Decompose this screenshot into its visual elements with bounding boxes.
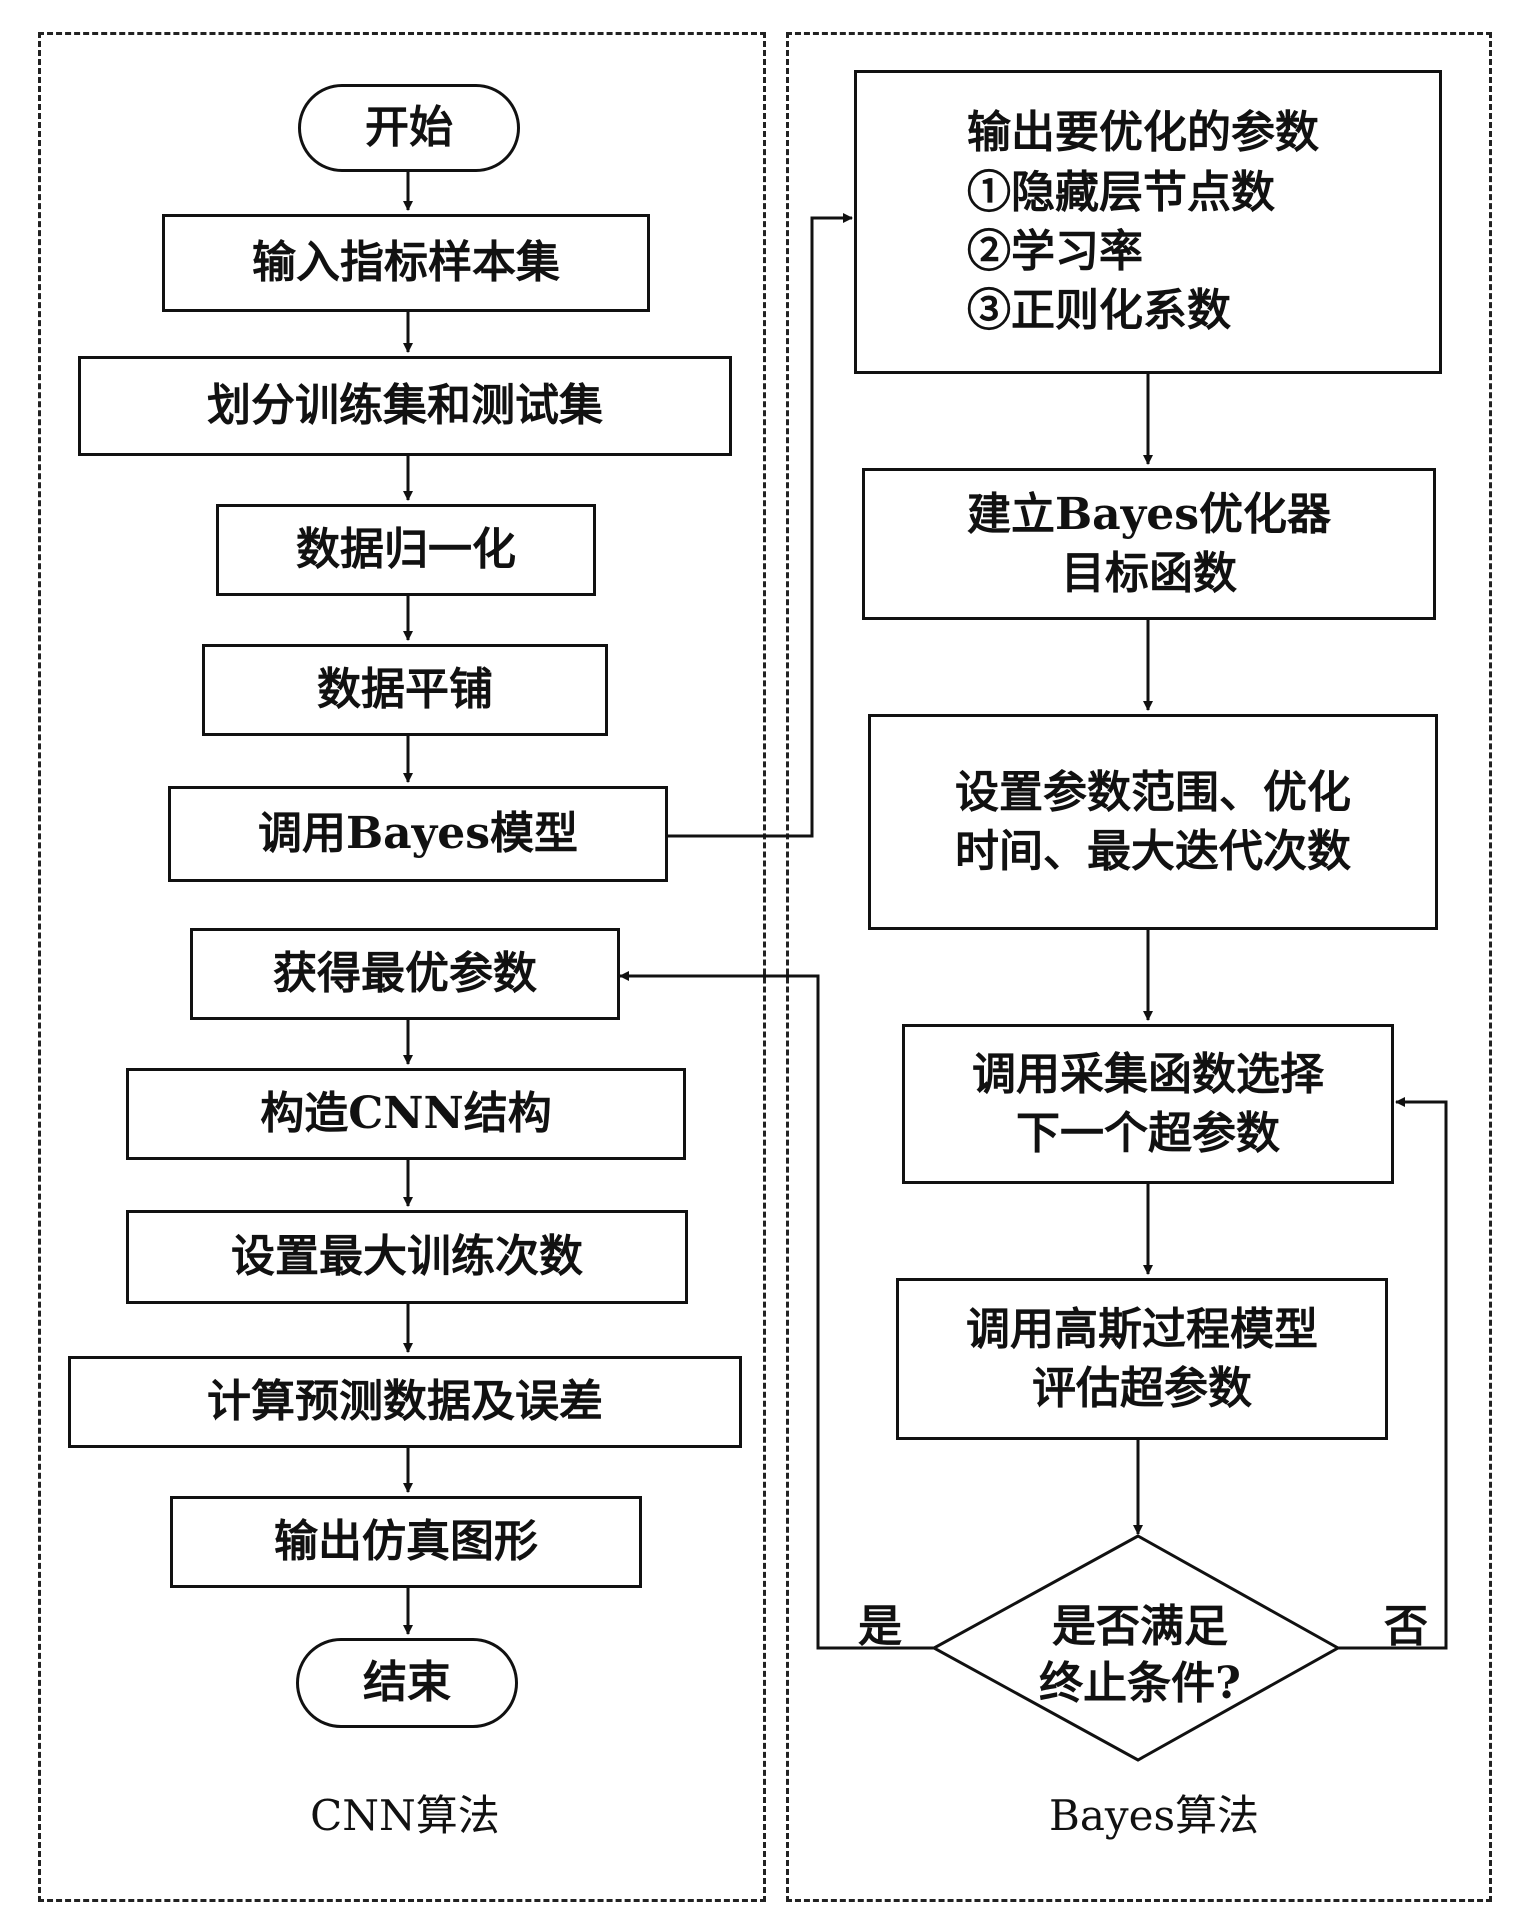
acquisition-line1: 调用采集函数选择 [972, 1048, 1324, 1100]
input-samples-label: 输入指标样本集 [252, 237, 560, 289]
flatten-box: 数据平铺 [202, 644, 608, 736]
build-optimizer-line1: 建立Bayes优化器 [966, 488, 1332, 540]
set-range-box: 设置参数范围、优化 时间、最大迭代次数 [868, 714, 1438, 930]
gaussian-box: 调用高斯过程模型 评估超参数 [896, 1278, 1388, 1440]
end-label: 结束 [363, 1657, 451, 1709]
bayes-panel [786, 32, 1492, 1902]
set-epochs-label: 设置最大训练次数 [231, 1231, 583, 1283]
call-bayes-box: 调用Bayes模型 [168, 786, 668, 882]
build-cnn-box: 构造CNN结构 [126, 1068, 686, 1160]
compute-error-box: 计算预测数据及误差 [68, 1356, 742, 1448]
set-epochs-box: 设置最大训练次数 [126, 1210, 688, 1304]
build-cnn-label: 构造CNN结构 [260, 1088, 552, 1140]
start-node: 开始 [298, 84, 520, 172]
decision-line2: 终止条件? [1039, 1658, 1241, 1710]
normalize-label: 数据归一化 [296, 524, 516, 576]
split-dataset-box: 划分训练集和测试集 [78, 356, 732, 456]
flatten-label: 数据平铺 [317, 664, 493, 716]
no-label: 否 [1384, 1601, 1428, 1652]
get-params-box: 获得最优参数 [190, 928, 620, 1020]
build-optimizer-line2: 目标函数 [1061, 548, 1237, 599]
build-optimizer-box: 建立Bayes优化器 目标函数 [862, 468, 1436, 620]
acquisition-line2: 下一个超参数 [1016, 1108, 1280, 1159]
gaussian-line1: 调用高斯过程模型 [966, 1303, 1318, 1355]
output-params-title: 输出要优化的参数 [967, 107, 1319, 159]
normalize-box: 数据归一化 [216, 504, 596, 596]
cnn-panel [38, 32, 766, 1902]
set-range-line1: 设置参数范围、优化 [955, 766, 1351, 818]
arrow-no-to-acquisition [1338, 1097, 1448, 1650]
yes-label: 是 [858, 1601, 902, 1652]
arrow-call-to-bayes [668, 213, 853, 838]
gaussian-line2: 评估超参数 [1032, 1363, 1252, 1414]
decision-text: 是否满足 终止条件? [990, 1598, 1290, 1712]
output-plot-label: 输出仿真图形 [274, 1516, 538, 1568]
cnn-panel-label: CNN算法 [310, 1791, 500, 1840]
compute-error-label: 计算预测数据及误差 [207, 1376, 603, 1428]
acquisition-box: 调用采集函数选择 下一个超参数 [902, 1024, 1394, 1184]
set-range-line2: 时间、最大迭代次数 [955, 826, 1351, 877]
decision-diamond [930, 1534, 1342, 1762]
param-hidden-nodes: ①隐藏层节点数 [967, 166, 1275, 218]
end-node: 结束 [296, 1638, 518, 1728]
start-label: 开始 [365, 102, 453, 154]
split-dataset-label: 划分训练集和测试集 [207, 380, 603, 432]
get-params-label: 获得最优参数 [273, 948, 537, 1000]
call-bayes-label: 调用Bayes模型 [257, 808, 579, 860]
output-params-box: 输出要优化的参数 ①隐藏层节点数 ②学习率 ③正则化系数 [854, 70, 1442, 374]
output-plot-box: 输出仿真图形 [170, 1496, 642, 1588]
bayes-panel-label: Bayes算法 [1048, 1791, 1260, 1840]
param-regularization: ③正则化系数 [967, 285, 1231, 337]
decision-line1: 是否满足 [1052, 1601, 1228, 1652]
param-learning-rate: ②学习率 [967, 226, 1143, 277]
arrow-yes-to-params [619, 971, 934, 1650]
input-samples-box: 输入指标样本集 [162, 214, 650, 312]
